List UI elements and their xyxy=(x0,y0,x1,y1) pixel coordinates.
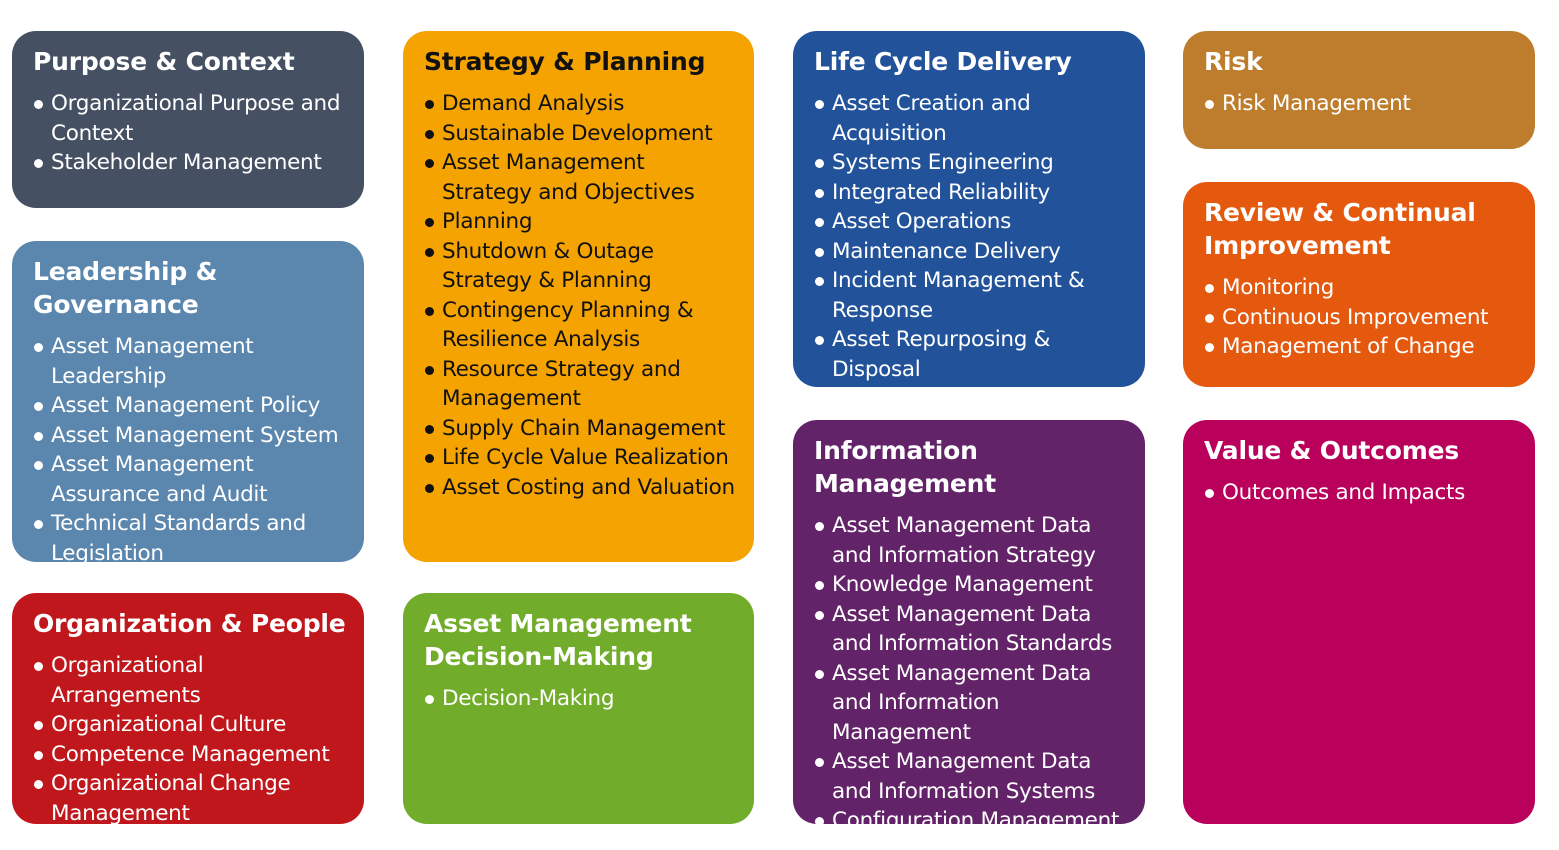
subject-list: Outcomes and Impacts xyxy=(1204,478,1521,508)
subject-item: Resource Strategy and Management xyxy=(424,355,740,414)
subject-item: Asset Management Data and Information St… xyxy=(814,511,1131,570)
group-title: Life Cycle Delivery xyxy=(814,47,1072,76)
subject-item: Asset Management Data and Information St… xyxy=(814,600,1131,659)
subject-item: Demand Analysis xyxy=(424,89,740,119)
subject-list: Asset Management Data and Information St… xyxy=(814,511,1131,824)
subject-item: Organizational Change Management xyxy=(33,769,350,824)
subject-item: Competence Management xyxy=(33,740,350,770)
group-title: Strategy & Planning xyxy=(424,47,706,76)
subject-item: Integrated Reliability xyxy=(814,178,1131,208)
subject-item: Continuous Improvement xyxy=(1204,303,1521,333)
group-title: Asset Management Decision-Making xyxy=(424,609,692,671)
subject-item: Maintenance Delivery xyxy=(814,237,1131,267)
subject-item: Asset Management Assurance and Audit xyxy=(33,450,350,509)
subject-item: Asset Operations xyxy=(814,207,1131,237)
subject-item: Systems Engineering xyxy=(814,148,1131,178)
subject-item: Life Cycle Value Realization xyxy=(424,443,740,473)
subject-item: Technical Standards and Legislation xyxy=(33,509,350,562)
subject-item: Sustainable Development xyxy=(424,119,740,149)
subject-item: Organizational Arrangements xyxy=(33,651,350,710)
subject-item: Organizational Purpose and Context xyxy=(33,89,350,148)
subject-item: Asset Management Policy xyxy=(33,391,350,421)
subject-item: Contingency Planning & Resilience Analys… xyxy=(424,296,740,355)
subject-item: Asset Management Data and Information Ma… xyxy=(814,659,1131,748)
subject-item: Management of Change xyxy=(1204,332,1521,362)
group-title: Information Management xyxy=(814,436,997,498)
subject-item: Asset Creation and Acquisition xyxy=(814,89,1131,148)
group-title: Review & Continual Improvement xyxy=(1204,198,1476,260)
subject-item: Organizational Culture xyxy=(33,710,350,740)
subject-item: Stakeholder Management xyxy=(33,148,350,178)
subject-item: Supply Chain Management xyxy=(424,414,740,444)
subject-item: Asset Management Strategy and Objectives xyxy=(424,148,740,207)
subject-item: Monitoring xyxy=(1204,273,1521,303)
group-title: Risk xyxy=(1204,47,1263,76)
subject-item: Decision-Making xyxy=(424,684,740,714)
group-title: Leadership & Governance xyxy=(33,257,218,319)
subject-list: Decision-Making xyxy=(424,684,740,714)
subject-item: Incident Management & Response xyxy=(814,266,1131,325)
subject-item: Asset Management System xyxy=(33,421,350,451)
group-title: Value & Outcomes xyxy=(1204,436,1460,465)
subject-item: Configuration Management xyxy=(814,806,1131,824)
subject-item: Asset Repurposing & Disposal xyxy=(814,325,1131,384)
group-title: Organization & People xyxy=(33,609,346,638)
subject-item: Planning xyxy=(424,207,740,237)
subject-item: Asset Costing and Valuation xyxy=(424,473,740,503)
subject-item: Outcomes and Impacts xyxy=(1204,478,1521,508)
subject-item: Asset Management Leadership xyxy=(33,332,350,391)
subject-item: Knowledge Management xyxy=(814,570,1131,600)
subject-item: Risk Management xyxy=(1204,89,1521,119)
subject-item: Asset Management Data and Information Sy… xyxy=(814,747,1131,806)
subject-item: Shutdown & Outage Strategy & Planning xyxy=(424,237,740,296)
group-title: Purpose & Context xyxy=(33,47,295,76)
subject-list: Risk Management xyxy=(1204,89,1521,119)
